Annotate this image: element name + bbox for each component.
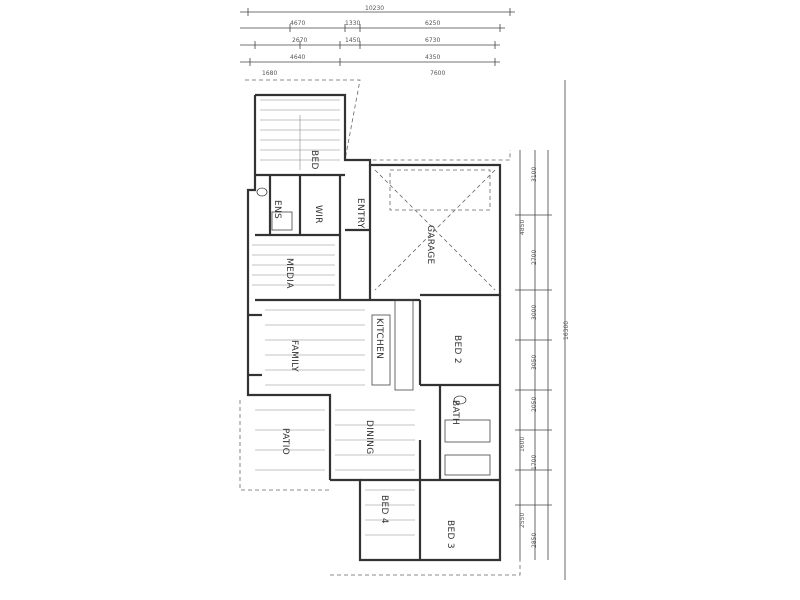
dim-top-8: 4350: [425, 54, 440, 61]
room-label-ens: ENS: [272, 200, 282, 219]
dim-top-7: 1450: [345, 37, 360, 44]
dim-side-9: 2550: [519, 513, 526, 528]
dim-top-4: 6250: [425, 20, 440, 27]
dim-top-2: 4670: [290, 20, 305, 27]
bathtub: [444, 419, 491, 443]
room-label-bed: BED: [309, 150, 319, 170]
side-dimension-lines: [515, 80, 566, 580]
room-label-bath: BATH: [450, 400, 460, 425]
dim-side-5: 3050: [531, 355, 538, 370]
fixtures: [256, 187, 491, 476]
dim-top-3: 1330: [345, 20, 360, 27]
dim-top-5: 6730: [425, 37, 440, 44]
room-label-patio: PATIO: [280, 428, 290, 455]
dim-side-11: 16300: [563, 321, 570, 340]
top-dimension-lines: [240, 8, 515, 66]
room-label-dining: DINING: [364, 420, 374, 454]
kitchen-bench: [394, 299, 414, 391]
room-label-bed3: BED 3: [445, 520, 455, 549]
room-label-bed2: BED 2: [452, 335, 462, 364]
side-dimension-text: 3100 4850 2700 3000 3050 2050 1600 1700 …: [519, 167, 570, 548]
toilet-fixture: [453, 395, 467, 405]
dim-side-8: 1700: [531, 455, 538, 470]
dim-side-3: 2700: [531, 250, 538, 265]
dim-top-11: 1680: [262, 70, 277, 77]
dim-side-4: 3000: [531, 305, 538, 320]
room-label-garage: GARAGE: [425, 225, 435, 264]
dim-side-2: 4850: [519, 220, 526, 235]
garage-features: [374, 169, 496, 291]
room-label-entry: ENTRY: [355, 198, 365, 229]
ensuite-shower: [271, 211, 293, 231]
dim-side-7: 1600: [519, 437, 526, 452]
top-dimension-text: 10230 4670 1330 6250 6730 2670 1450 4350…: [262, 5, 445, 77]
dim-top-9: 4640: [290, 54, 305, 61]
room-labels: BED ENS WIR ENTRY GARAGE MEDIA FAMILY KI…: [272, 150, 462, 549]
kitchen-island: [371, 314, 391, 386]
dim-side-1: 3100: [531, 167, 538, 182]
room-label-bed4: BED 4: [379, 495, 389, 524]
laundry-bench: [444, 454, 491, 476]
dim-top-1: 10230: [365, 5, 384, 12]
room-label-family: FAMILY: [289, 340, 299, 372]
dim-top-6: 2670: [292, 37, 307, 44]
roof-hatching: [252, 99, 415, 536]
room-label-kitchen: KITCHEN: [374, 318, 384, 359]
dim-side-10: 2850: [531, 533, 538, 548]
dim-top-10: 7600: [430, 70, 445, 77]
internal-walls: [248, 165, 500, 560]
dim-side-6: 2050: [531, 397, 538, 412]
room-label-media: MEDIA: [284, 258, 294, 289]
ensuite-toilet-fixture: [256, 187, 268, 197]
room-label-wir: WIR: [313, 205, 323, 224]
